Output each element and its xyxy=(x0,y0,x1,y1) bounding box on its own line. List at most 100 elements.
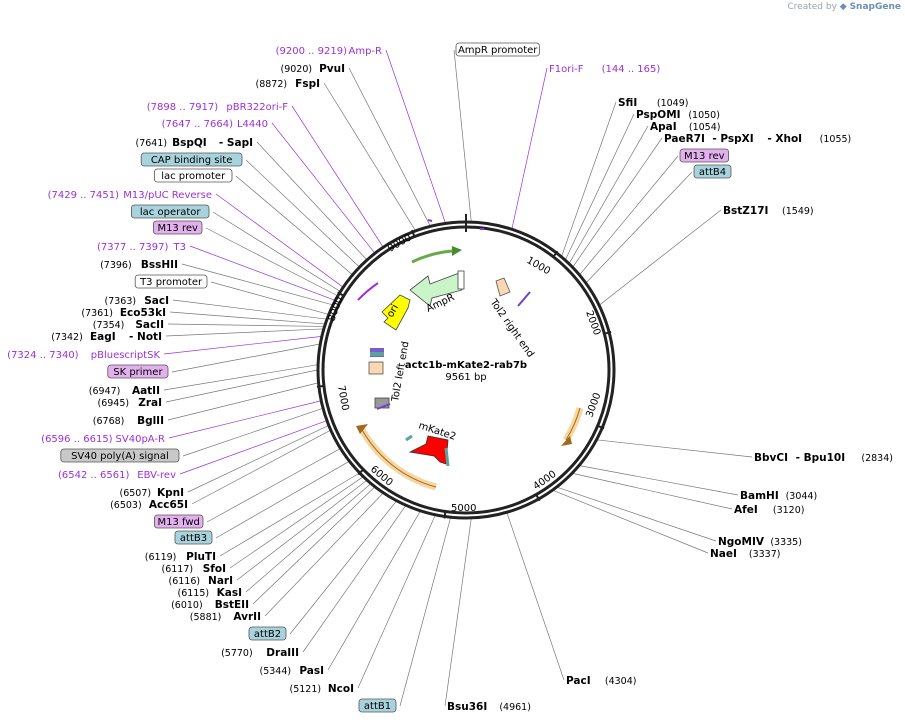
feature-tol2-left-label: Tol2 left end xyxy=(390,340,412,403)
tick-mark xyxy=(596,424,605,430)
tick-mark xyxy=(534,493,541,502)
left-attb2-36-label: attB2 xyxy=(254,629,281,640)
credit: Created by ◆ SnapGene xyxy=(787,2,901,12)
left-zrai-21-name: ZraI xyxy=(138,397,162,409)
left-t3-promoter-13-leader xyxy=(210,281,328,315)
left-pvui-1-name: PvuI xyxy=(319,63,345,75)
right-bbvci-9-position: (2834) xyxy=(861,453,893,464)
left-pluti-30-position: (6119) xyxy=(145,552,177,563)
left-lac-operator-9-label: lac operator xyxy=(140,207,201,218)
right-paer7i-5-name: PaeR7I xyxy=(664,133,705,145)
left-bsshii-12-leader xyxy=(181,263,333,306)
left-sv40pa-r-23-position: (6596 .. 6615) xyxy=(41,434,113,445)
left-t3-promoter-13-badge xyxy=(134,274,208,289)
left-attb2-36-leader xyxy=(289,501,397,635)
right-bamhi-10-name: BamHI xyxy=(740,490,779,502)
feature-tol2-left xyxy=(368,348,384,375)
left-bspqi-5-name: BspQI xyxy=(172,137,207,149)
left-m13-puc-reverse-8-leader xyxy=(215,193,343,287)
tick-mark xyxy=(411,229,416,238)
right-paer7i-5-position: (1055) xyxy=(820,134,852,145)
left-acc65i-27-position: (6503) xyxy=(110,500,142,511)
right-afei-11-leader xyxy=(573,473,733,510)
tick-mark xyxy=(551,250,559,259)
left-eagi-17-leader xyxy=(165,328,323,337)
left-kasi-33-name: KasI xyxy=(217,587,242,599)
feature-ampr xyxy=(409,270,465,307)
left-zrai-21-leader xyxy=(165,369,318,403)
left-bspqi-5-position: (7641) xyxy=(135,138,167,149)
right-bstz17i-8-position: (1549) xyxy=(782,206,814,217)
left-eagi-17-position: (7342) xyxy=(51,332,83,343)
left-ebv-rev-25-leader xyxy=(179,420,327,475)
left-attb3-29-leader xyxy=(215,461,349,539)
left-fspi-2-leader xyxy=(323,82,416,231)
left-pasi-38-position: (5344) xyxy=(260,666,292,677)
left-pbluescriptsk-18-position: (7324 .. 7340) xyxy=(7,350,79,361)
left-aatii-20-leader xyxy=(163,364,318,391)
right-naei-13-name: NaeI xyxy=(710,548,737,560)
left-ebv-rev-25-position: (6542 .. 6561) xyxy=(58,470,130,481)
left-kpni-26-leader xyxy=(187,425,328,493)
left-pasi-38-name: PasI xyxy=(299,665,324,677)
left-bspqi-5-name2: - SapI xyxy=(219,137,253,149)
right-naei-13-position: (3337) xyxy=(749,549,781,560)
left-sv40-poly-a-signal-24-label: SV40 poly(A) signal xyxy=(71,451,169,462)
right-bbvci-9-name: BbvCI xyxy=(754,452,788,464)
left-cap-binding-site-6-leader xyxy=(245,159,360,267)
right-m13-rev-6-leader xyxy=(579,155,679,275)
left-bsteii-34-leader xyxy=(252,487,375,605)
right-f1ori-f-1-leader xyxy=(511,67,548,229)
feature-ampr-primer-marker xyxy=(427,219,433,222)
left-aatii-20-name: AatII xyxy=(132,385,160,397)
left-m13-fwd-28-label: M13 fwd xyxy=(157,517,199,528)
feature-tol2-right xyxy=(495,277,531,307)
right-attb4-7-leader xyxy=(586,171,693,283)
right-bamhi-10-leader xyxy=(580,465,739,496)
right-bsu36i-15-leader xyxy=(444,518,472,707)
right-paer7i-5-name2: - PspXI xyxy=(712,133,753,145)
left-draiii-37-leader xyxy=(302,505,406,653)
left-pbr322ori-f-3-leader xyxy=(291,105,383,247)
left-acc65i-27-name: Acc65I xyxy=(149,499,188,511)
left-m13-puc-reverse-8-position: (7429 .. 7451) xyxy=(48,190,120,201)
left-sfoi-31-position: (6117) xyxy=(162,564,194,575)
left-fspi-2-name: FspI xyxy=(295,78,320,90)
feature-small-box xyxy=(374,397,391,410)
left-eco53ki-15-leader xyxy=(169,311,325,325)
left-lac-operator-9-leader xyxy=(212,211,340,292)
left-pbr322ori-f-3-position: (7898 .. 7917) xyxy=(147,102,219,113)
left-attb3-29-badge xyxy=(174,530,213,545)
right-f1ori-f-1-name: F1ori-F xyxy=(549,64,584,75)
snapgene-logo-icon: ◆ xyxy=(839,2,847,12)
feature-mkate2 xyxy=(405,434,450,467)
left-cap-binding-site-6-label: CAP binding site xyxy=(151,155,233,166)
right-apai-4-name: ApaI xyxy=(650,121,677,133)
left-bspqi-5-leader xyxy=(256,141,367,260)
left-t3-11-name: T3 xyxy=(173,242,186,253)
right-pspomi-3-leader xyxy=(565,113,635,260)
left-eco53ki-15-name: Eco53kI xyxy=(120,307,166,319)
left-bsteii-34-name: BstEII xyxy=(215,599,249,611)
left-attb2-36-badge xyxy=(248,626,287,641)
left-nari-32-leader xyxy=(236,480,367,581)
tick-label-7000: 7000 xyxy=(335,385,350,412)
plasmid-size: 9561 bp xyxy=(445,372,486,383)
left-ebv-rev-25-name: EBV-rev xyxy=(137,470,176,481)
left-lac-promoter-7-leader xyxy=(235,175,353,275)
left-eagi-17-name: EagI xyxy=(90,331,116,343)
left-kasi-33-position: (6115) xyxy=(178,588,210,599)
left-bsshii-12-position: (7396) xyxy=(100,260,132,271)
left-ncoi-39-leader xyxy=(357,515,436,689)
left-sacii-16-position: (7354) xyxy=(93,320,125,331)
feature-orange-arc-2 xyxy=(561,406,584,446)
right-attb4-7-label: attB4 xyxy=(699,167,726,178)
feature-ori: ori xyxy=(381,294,411,331)
left-cap-binding-site-6-badge xyxy=(140,152,243,167)
tick-marks xyxy=(316,214,612,519)
left-m13-rev-10-leader xyxy=(205,227,338,296)
left-l4440-4-position: (7647 .. 7664) xyxy=(162,119,234,130)
left-ncoi-39-position: (5121) xyxy=(290,684,322,695)
left-m13-rev-10-label: M13 rev xyxy=(157,223,198,234)
left-pbluescriptsk-18-name: pBluescriptSK xyxy=(91,350,161,361)
